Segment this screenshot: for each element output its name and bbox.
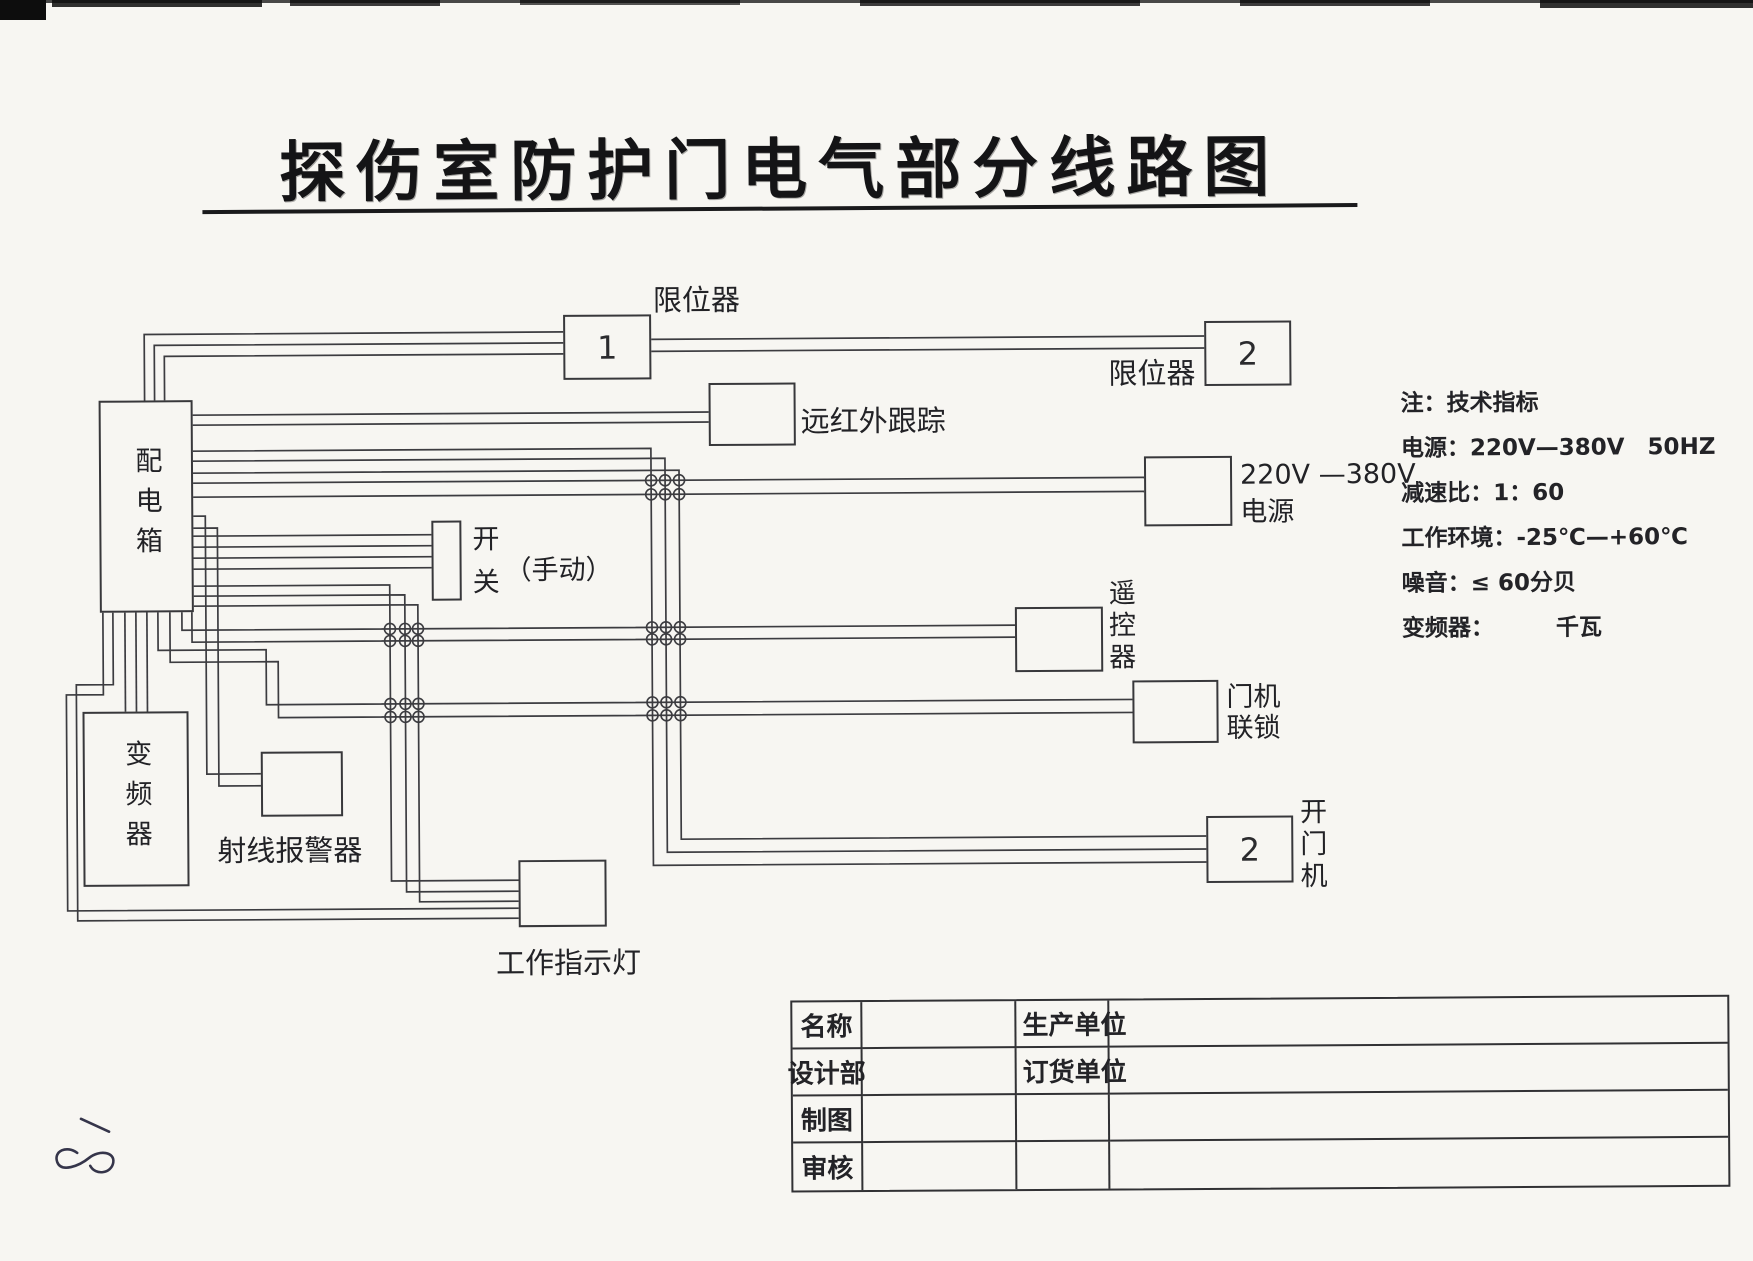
radiation-alarm-label: 射线报警器 bbox=[217, 833, 363, 869]
table-cell bbox=[862, 1001, 1017, 1050]
work-indicator-label: 工作指示灯 bbox=[495, 945, 642, 981]
door-interlock-label: 门机 联锁 bbox=[1226, 681, 1281, 744]
table-cell: 制图 bbox=[792, 1096, 864, 1144]
distribution-box-label: 配电箱 bbox=[130, 446, 163, 567]
technical-notes: 注：技术指标 电源：220V—380V 50HZ 减速比：1：60 工作环境：-… bbox=[1401, 387, 1717, 659]
note-reduction-ratio: 减速比：1：60 bbox=[1401, 479, 1565, 507]
limit-switch-1-number: 1 bbox=[596, 328, 618, 367]
table-cell: 名称 bbox=[792, 1002, 863, 1050]
scan-artifact bbox=[0, 0, 46, 20]
table-cell bbox=[1110, 1138, 1728, 1189]
power-supply-volt-label: 220V —380V bbox=[1239, 458, 1416, 491]
door-interlock-box bbox=[1132, 679, 1219, 744]
power-supply-box bbox=[1143, 455, 1233, 527]
manual-switch-sub-label: （手动） bbox=[504, 554, 613, 587]
manual-switch-box bbox=[431, 520, 462, 601]
table-cell bbox=[1109, 996, 1728, 1048]
table-cell: 设计部 bbox=[788, 1049, 866, 1097]
remote-control-box bbox=[1014, 606, 1104, 673]
table-cell bbox=[1109, 1090, 1729, 1142]
work-indicator-box bbox=[518, 859, 607, 928]
distribution-box: 配电箱 bbox=[98, 400, 194, 613]
scan-artifact bbox=[52, 0, 262, 7]
limit-switch-2-number: 2 bbox=[1237, 334, 1259, 373]
manual-switch-label: 开关 bbox=[467, 524, 499, 611]
handwritten-page-mark bbox=[55, 1117, 115, 1174]
frequency-converter-label: 变频器 bbox=[120, 738, 152, 860]
note-noise: 噪音：≤ 60分贝 bbox=[1401, 569, 1577, 597]
limit-switch-1-box: 1 bbox=[563, 314, 652, 380]
frequency-converter-box: 变频器 bbox=[82, 711, 190, 887]
limit-switch-2-label: 限位器 bbox=[1108, 356, 1196, 391]
note-power: 电源：220V—380V 50HZ bbox=[1400, 433, 1716, 462]
table-cell bbox=[1016, 1094, 1111, 1143]
table-cell bbox=[862, 1048, 1017, 1097]
door-opener-label: 开门机 bbox=[1295, 797, 1327, 894]
limit-switch-1-label: 限位器 bbox=[652, 282, 741, 318]
wire-crossing-marks bbox=[383, 473, 687, 724]
scan-artifact bbox=[1240, 0, 1430, 6]
power-supply-source-label: 电源 bbox=[1240, 496, 1295, 528]
infrared-tracking-box bbox=[708, 382, 796, 447]
table-cell bbox=[862, 1095, 1018, 1144]
table-cell bbox=[1109, 1043, 1728, 1095]
note-converter: 变频器：千瓦 bbox=[1401, 614, 1603, 642]
table-cell bbox=[863, 1142, 1018, 1191]
scan-artifact bbox=[520, 0, 740, 5]
scan-artifact bbox=[1540, 0, 1753, 8]
page-title: 探伤室防护门电气部分线路图 bbox=[278, 127, 1281, 212]
door-opener-box: 2 bbox=[1206, 815, 1294, 883]
scan-artifact bbox=[860, 0, 1140, 6]
radiation-alarm-box bbox=[260, 751, 344, 817]
infrared-tracking-label: 远红外跟踪 bbox=[800, 403, 946, 439]
title-block-table: 名称 生产单位 设计部 订货单位 制图 审核 bbox=[788, 994, 1731, 1193]
table-cell: 订货单位 bbox=[1016, 1047, 1127, 1096]
table-cell: 审核 bbox=[793, 1143, 864, 1191]
note-header: 注：技术指标 bbox=[1400, 389, 1539, 417]
limit-switch-2-box: 2 bbox=[1204, 320, 1292, 386]
door-opener-number: 2 bbox=[1239, 830, 1261, 869]
table-cell bbox=[1017, 1141, 1111, 1190]
note-environment: 工作环境：-25℃—+60℃ bbox=[1401, 524, 1689, 552]
remote-control-label: 遥控器 bbox=[1103, 578, 1136, 675]
table-cell: 生产单位 bbox=[1016, 1000, 1127, 1049]
scan-artifact bbox=[290, 0, 440, 6]
